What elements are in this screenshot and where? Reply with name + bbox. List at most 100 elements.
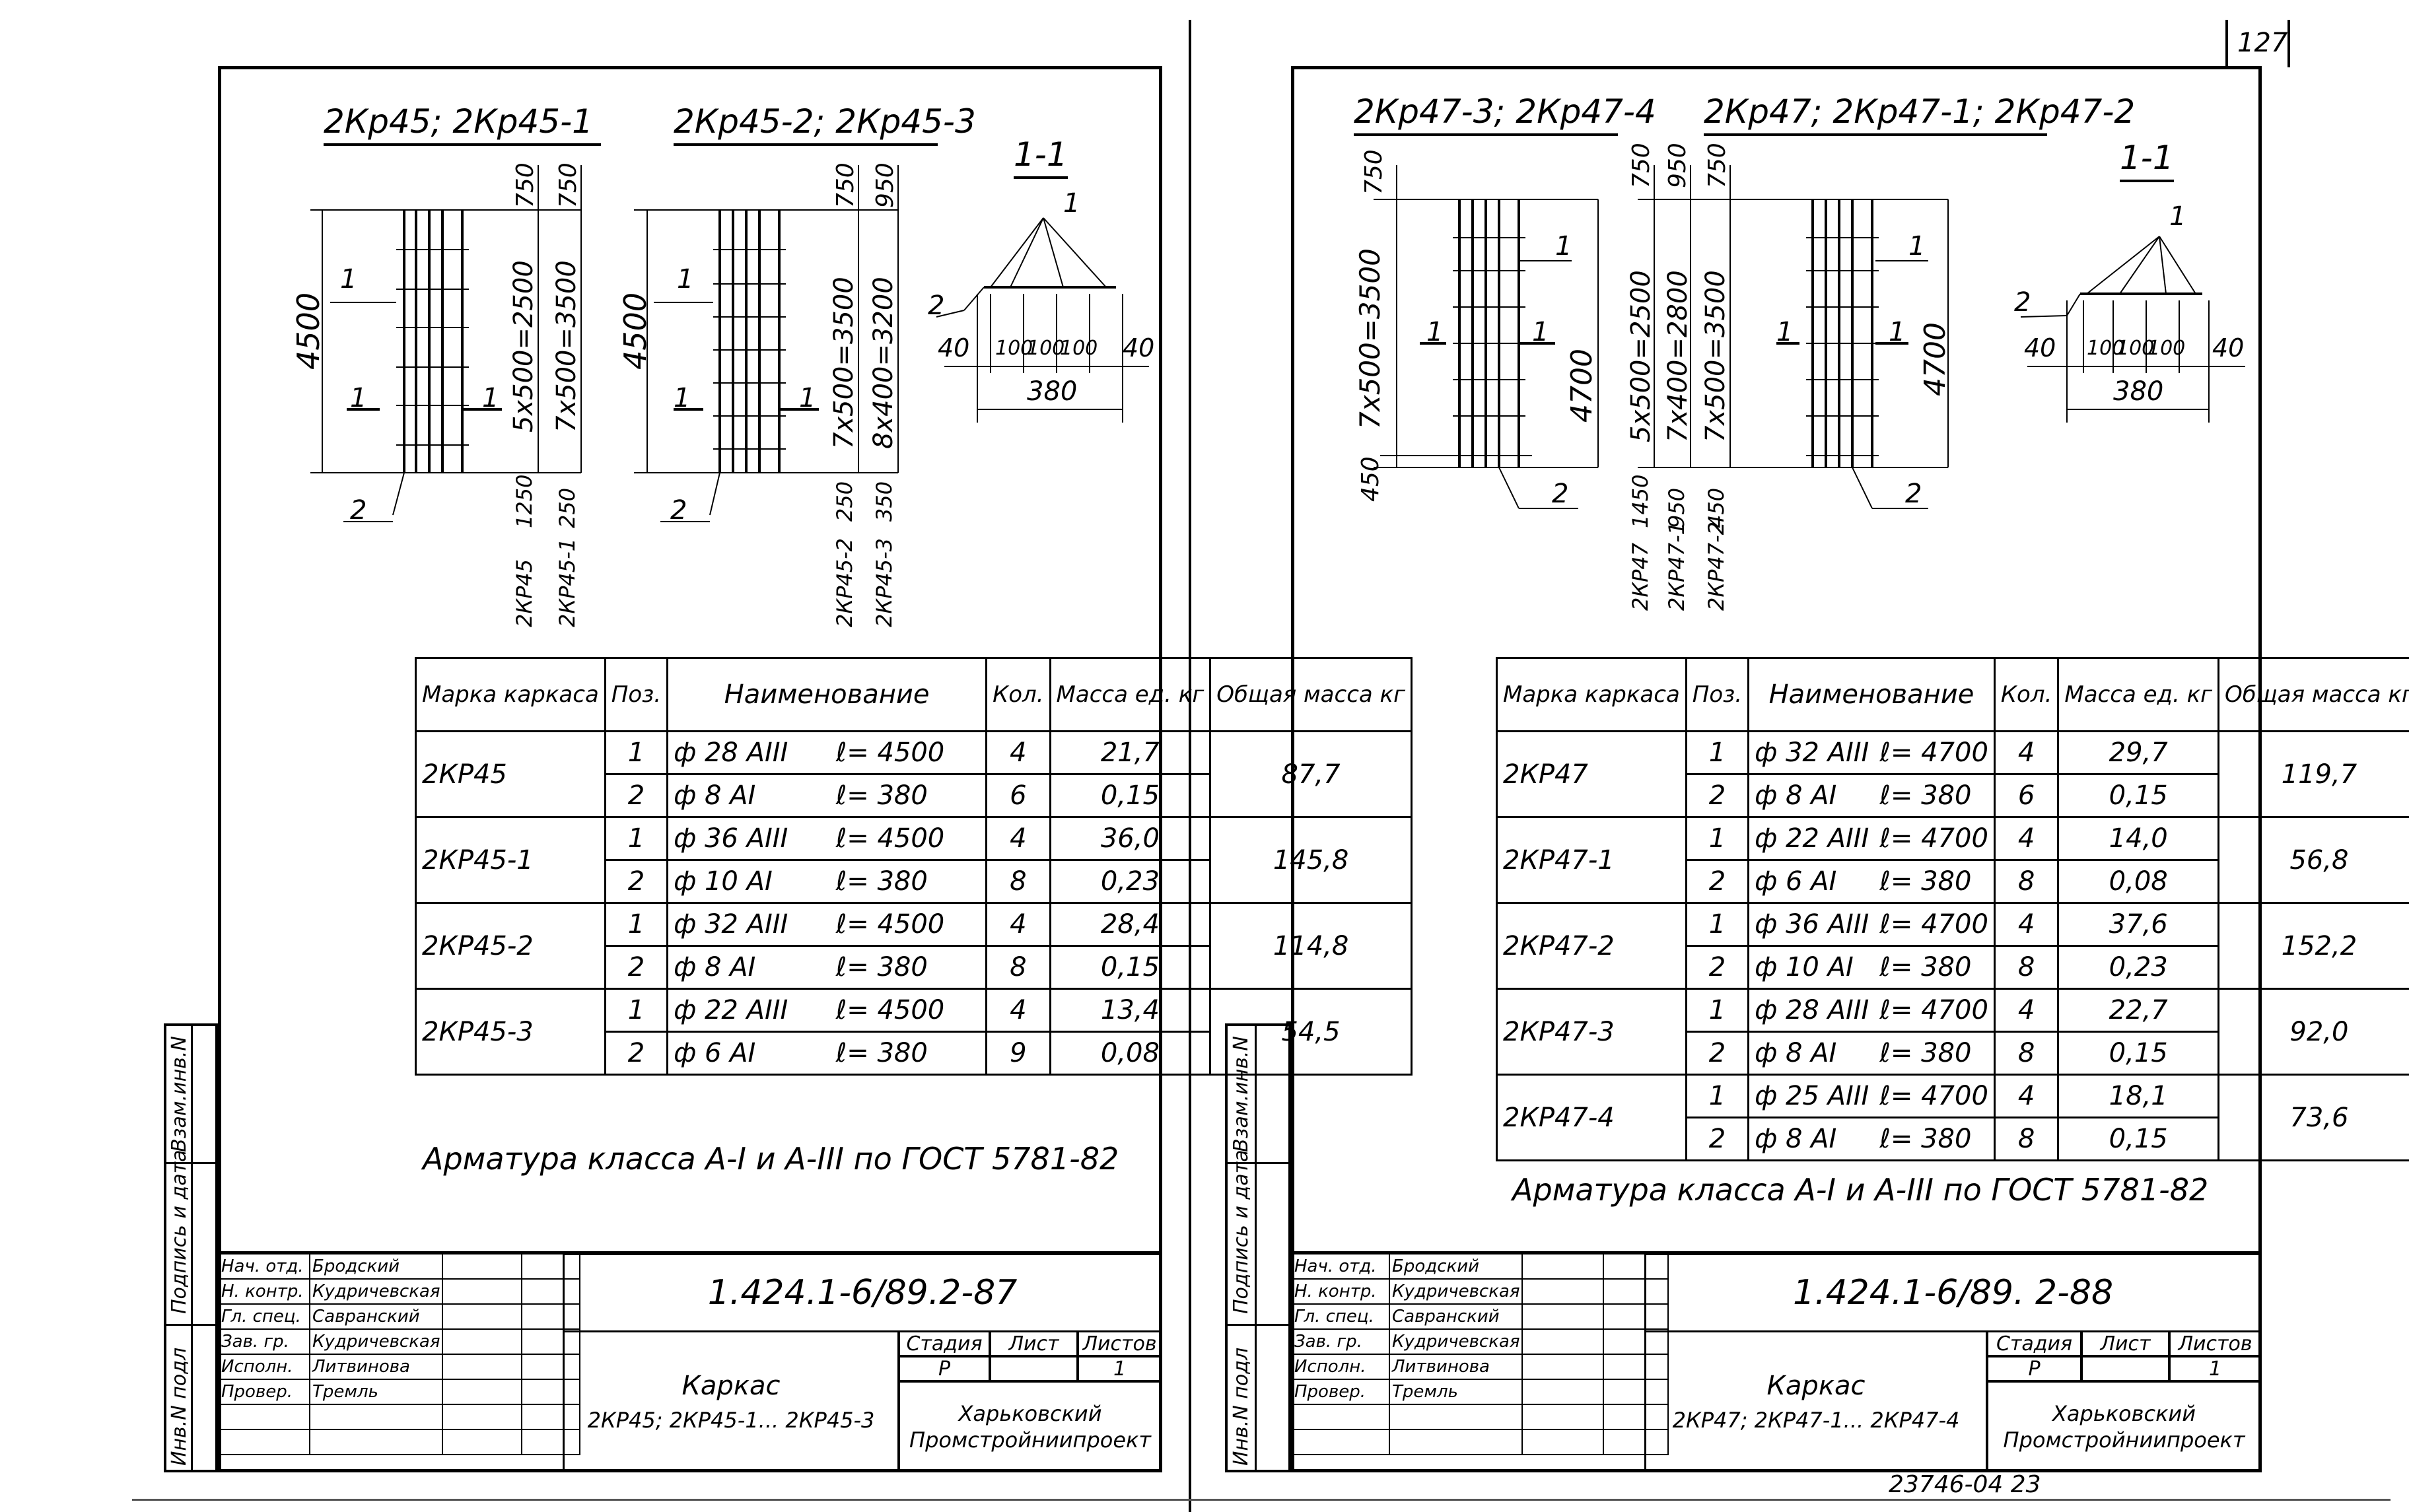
row-diam: ф 25 АIII: [1747, 1074, 1875, 1118]
row-mass: 0,15: [1049, 945, 1212, 990]
row-mass: 28,4: [1049, 902, 1212, 947]
left-note: Арматура класса А-I и А-III по ГОСТ 5781…: [423, 1141, 1119, 1177]
right-mark-1a: 1: [1555, 231, 1572, 261]
row-total: 152,2: [2217, 902, 2409, 990]
row-length: ℓ= 380: [1874, 1031, 1996, 1076]
row-mark: 2КР47-1: [1496, 816, 1687, 904]
table-row: 2КР45 1 ф 28 АIII ℓ= 4500 4 21,7 87,7: [415, 730, 1413, 818]
stamp-role: Гл. спец.: [1291, 1303, 1390, 1330]
right-stamp-sheets: 1: [2169, 1356, 2262, 1382]
row-mass: 29,7: [2057, 730, 2220, 775]
row-pos: 1: [604, 816, 669, 861]
stamp-role: Зав. гр.: [1291, 1328, 1390, 1355]
left-section-label: 1-1: [1014, 135, 1068, 179]
row-mass: 36,0: [1049, 816, 1212, 861]
stamp-name: Кудричевская: [1388, 1328, 1523, 1355]
stamp-role: Нач. отд.: [218, 1253, 310, 1280]
right-note: Арматура класса А-I и А-III по ГОСТ 5781…: [1512, 1172, 2209, 1208]
row-length: ℓ= 380: [830, 773, 988, 818]
left-sec-mark-2: 2: [928, 291, 945, 321]
left-stamp-sheet-h: Лист: [989, 1330, 1078, 1357]
row-qty: 4: [985, 816, 1051, 861]
left-dim-lab-d: 2КР45-3: [872, 538, 897, 627]
table-row: 2 ф 10 АI ℓ= 380 8 0,23: [416, 859, 1412, 904]
table-row: 2 ф 10 АI ℓ= 380 8 0,23: [1497, 945, 2409, 990]
row-qty: 8: [1993, 859, 2060, 904]
left-dim-mid-c: 7x500=3500: [829, 277, 859, 449]
stamp-name: Савранский: [1388, 1303, 1523, 1330]
table-row: 2КР47-1 1 ф 22 АIII ℓ= 4700 4 14,0 56,8: [1496, 816, 2409, 904]
row-mass: 0,15: [2057, 1031, 2220, 1076]
left-sec-100c: 100: [1060, 337, 1098, 360]
left-sec-mark-1: 1: [1063, 188, 1080, 219]
table-row: 2 ф 6 АI ℓ= 380 8 0,08: [1497, 859, 2409, 904]
bottom-edge-line: [132, 1499, 2391, 1501]
row-qty: 9: [985, 1031, 1051, 1076]
row-pos: 1: [1685, 1074, 1750, 1118]
row-qty: 6: [985, 773, 1051, 818]
right-sec-100c: 100: [2147, 337, 2186, 360]
stamp-role: Гл. спец.: [218, 1303, 310, 1330]
stamp-role: Н. контр.: [1291, 1278, 1390, 1305]
stamp-role: Провер.: [218, 1379, 310, 1405]
row-mass: 0,23: [2057, 945, 2220, 990]
left-mark-1f: 1: [799, 383, 816, 413]
stamp-role: Провер.: [1291, 1379, 1390, 1405]
row-mass: 37,6: [2057, 902, 2220, 947]
left-stamp-object-list: 2КР45; 2КР45-1... 2КР45-3: [587, 1407, 875, 1433]
row-total: 54,5: [1209, 988, 1413, 1076]
right-h-mass: Масса ед. кг: [2057, 657, 2220, 732]
row-length: ℓ= 380: [830, 945, 988, 990]
row-length: ℓ= 380: [1874, 1117, 1996, 1161]
left-title-a: 2Кр45; 2Кр45-1: [324, 102, 601, 146]
left-mark-1a: 1: [340, 264, 357, 294]
row-length: ℓ= 4700: [1874, 1074, 1996, 1118]
stamp-role: Н. контр.: [218, 1278, 310, 1305]
left-dim-bot-d: 350: [872, 481, 897, 522]
row-mark: 2КР45-2: [415, 902, 606, 990]
right-dim-lab-b: 2КР47: [1628, 542, 1653, 611]
row-qty: 8: [985, 945, 1051, 990]
left-title-b: 2Кр45-2; 2Кр45-3: [674, 102, 976, 146]
left-dim-height-a: 4500: [291, 292, 326, 370]
right-dim-mid-c: 7x400=2800: [1663, 270, 1693, 442]
row-qty: 4: [1993, 988, 2060, 1033]
stamp-role: Исполн.: [218, 1354, 310, 1380]
row-pos: 2: [1685, 773, 1750, 818]
right-stamp-frame: [1291, 1251, 2262, 1472]
right-sec-total: 380: [2113, 376, 2164, 407]
right-sec-40b: 40: [2212, 333, 2245, 362]
row-pos: 1: [1685, 816, 1750, 861]
table-row: 2КР47-3 1 ф 28 АIII ℓ= 4700 4 22,7 92,0: [1496, 988, 2409, 1076]
row-total: 56,8: [2217, 816, 2409, 904]
row-mark: 2КР45: [415, 730, 606, 818]
row-pos: 2: [604, 859, 669, 904]
row-diam: ф 36 АIII: [1747, 902, 1875, 947]
left-mark-1d: 1: [677, 264, 694, 294]
right-h-name: Наименование: [1747, 657, 1996, 732]
right-dim-top-b: 750: [1628, 143, 1655, 188]
right-sec-mark-1: 1: [2169, 201, 2186, 232]
left-mark-1e: 1: [674, 383, 691, 413]
left-h-mass: Масса ед. кг: [1049, 657, 1212, 732]
row-total: 114,8: [1209, 902, 1413, 990]
right-dim-mid-d: 7x500=3500: [1700, 270, 1731, 442]
left-mark-1b: 1: [350, 383, 367, 413]
row-length: ℓ= 4700: [1874, 902, 1996, 947]
left-dim-top-a: 750: [512, 162, 539, 208]
left-dim-top-d: 950: [872, 162, 899, 208]
row-qty: 4: [1993, 730, 2060, 775]
row-diam: ф 28 АIII: [1747, 988, 1875, 1033]
row-pos: 2: [1685, 1117, 1750, 1161]
right-sec-40a: 40: [2024, 333, 2056, 362]
row-diam: ф 6 АI: [666, 1031, 831, 1076]
left-sec-100a: 100: [995, 337, 1033, 360]
row-diam: ф 32 АIII: [1747, 730, 1875, 775]
page-number: 127: [2237, 28, 2288, 58]
row-mark: 2КР47-4: [1496, 1074, 1687, 1161]
right-inv-podl: Инв.N подл: [1230, 1347, 1253, 1466]
row-qty: 4: [985, 730, 1051, 775]
row-mass: 0,08: [1049, 1031, 1212, 1076]
table-row: 2КР47 1 ф 32 АIII ℓ= 4700 4 29,7 119,7: [1496, 730, 2409, 818]
row-diam: ф 10 АI: [666, 859, 831, 904]
